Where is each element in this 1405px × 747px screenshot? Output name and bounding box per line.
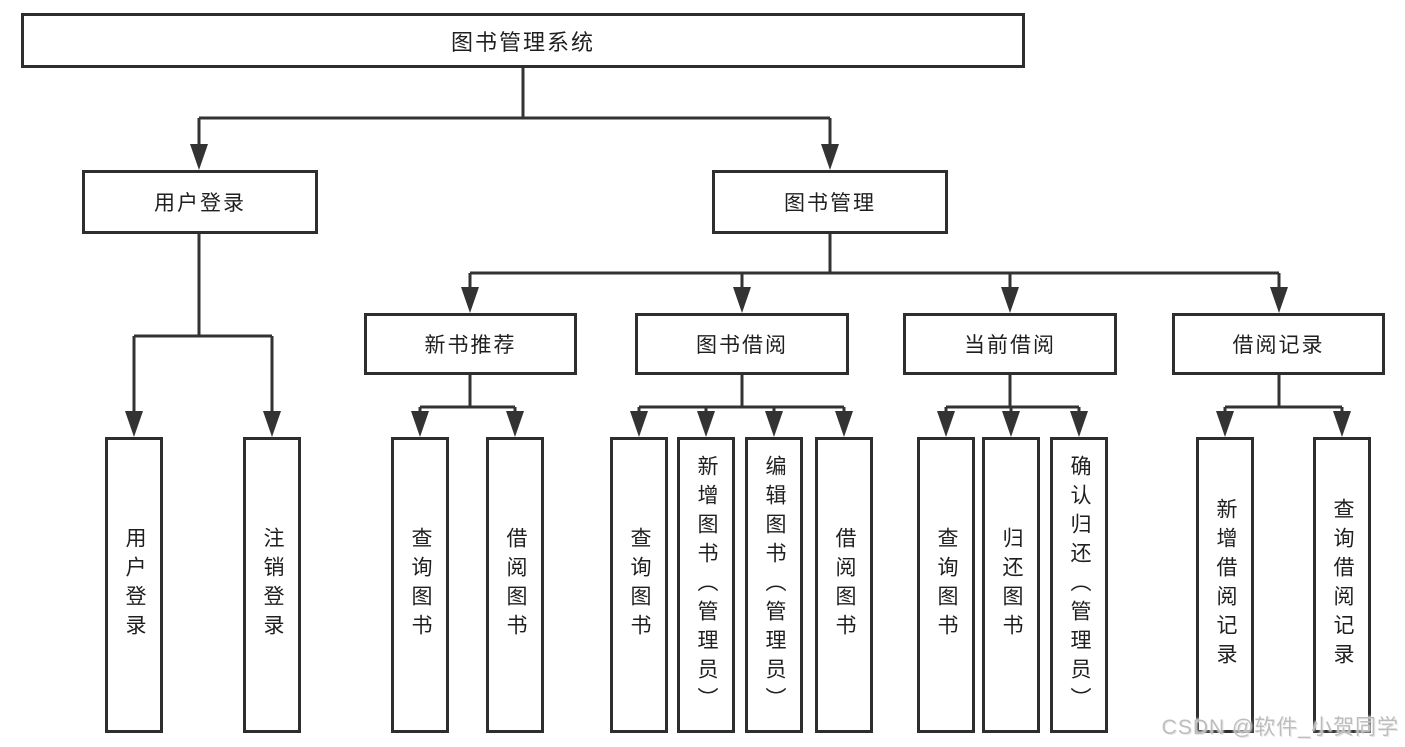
node-leaf-confirm-return: 确认归还（管理员） [1050, 437, 1108, 733]
arrowhead-icon [697, 411, 715, 437]
node-label-leaf-add-books: 新增图书（管理员） [695, 454, 718, 716]
connector-user-login [125, 234, 281, 437]
node-label-leaf-query-books-2: 查询图书 [628, 527, 651, 643]
arrowhead-icon [1333, 411, 1351, 437]
arrowhead-icon [190, 144, 208, 170]
node-book-borrowing: 图书借阅 [635, 313, 849, 375]
connector-lines [197, 68, 832, 150]
node-borrowing-records: 借阅记录 [1172, 313, 1385, 375]
arrowhead-icon [1002, 411, 1020, 437]
node-label-book-management: 图书管理 [784, 192, 876, 215]
node-leaf-borrow-books-2: 借阅图书 [815, 437, 873, 733]
connector-book-borrowing [630, 375, 853, 437]
node-leaf-query-books-2: 查询图书 [610, 437, 668, 733]
node-user-login: 用户登录 [82, 170, 318, 234]
arrowhead-icon [1216, 411, 1234, 437]
connector-current-borrowing [937, 375, 1088, 437]
node-leaf-borrow-books-1: 借阅图书 [486, 437, 544, 733]
connector-lines [1223, 375, 1344, 417]
node-leaf-query-books-1: 查询图书 [391, 437, 449, 733]
connector-new-book-recommend [411, 375, 524, 437]
arrowhead-icon [1270, 287, 1288, 313]
node-root: 图书管理系统 [21, 13, 1025, 68]
node-leaf-add-books: 新增图书（管理员） [677, 437, 735, 733]
arrowhead-icon [461, 287, 479, 313]
arrowhead-icon [835, 411, 853, 437]
node-leaf-return-books: 归还图书 [982, 437, 1040, 733]
node-leaf-add-borrow-record: 新增借阅记录 [1196, 437, 1254, 733]
arrowhead-icon [821, 144, 839, 170]
node-leaf-user-login: 用户登录 [105, 437, 163, 733]
node-leaf-query-borrow-record: 查询借阅记录 [1313, 437, 1371, 733]
node-current-borrowing: 当前借阅 [903, 313, 1117, 375]
arrowhead-icon [765, 411, 783, 437]
node-label-current-borrowing: 当前借阅 [964, 334, 1056, 357]
node-label-borrowing-records: 借阅记录 [1232, 334, 1325, 357]
arrowhead-icon [630, 411, 648, 437]
arrowhead-icon [937, 411, 955, 437]
node-label-leaf-edit-books: 编辑图书（管理员） [763, 454, 786, 716]
node-label-user-login: 用户登录 [154, 192, 246, 215]
connector-borrowing-records [1216, 375, 1351, 437]
node-label-leaf-return-books: 归还图书 [1000, 527, 1023, 643]
node-label-leaf-query-borrow-record: 查询借阅记录 [1331, 498, 1354, 672]
arrowhead-icon [411, 411, 429, 437]
node-label-leaf-borrow-books-1: 借阅图书 [504, 527, 527, 643]
node-label-leaf-query-books-3: 查询图书 [935, 527, 958, 643]
connector-lines [132, 234, 274, 417]
node-label-leaf-user-login: 用户登录 [123, 527, 146, 643]
node-label-leaf-confirm-return: 确认归还（管理员） [1068, 454, 1091, 716]
arrowhead-icon [733, 287, 751, 313]
connector-lines [468, 234, 1281, 293]
node-book-management: 图书管理 [712, 170, 948, 234]
node-label-leaf-logout: 注销登录 [261, 527, 284, 643]
connector-root [190, 68, 839, 170]
arrowhead-icon [263, 411, 281, 437]
arrowhead-icon [1001, 287, 1019, 313]
arrowhead-icon [506, 411, 524, 437]
node-label-leaf-borrow-books-2: 借阅图书 [833, 527, 856, 643]
node-label-book-borrowing: 图书借阅 [696, 334, 788, 357]
node-label-new-book-recommend: 新书推荐 [424, 334, 517, 357]
arrowhead-icon [125, 411, 143, 437]
connector-book-management [461, 234, 1288, 313]
node-leaf-logout: 注销登录 [243, 437, 301, 733]
arrowhead-icon [1070, 411, 1088, 437]
connector-lines [418, 375, 517, 417]
node-label-root: 图书管理系统 [450, 29, 595, 55]
node-label-leaf-add-borrow-record: 新增借阅记录 [1214, 498, 1237, 672]
node-label-leaf-query-books-1: 查询图书 [409, 527, 432, 643]
node-new-book-recommend: 新书推荐 [364, 313, 577, 375]
node-leaf-query-books-3: 查询图书 [917, 437, 975, 733]
node-leaf-edit-books: 编辑图书（管理员） [745, 437, 803, 733]
